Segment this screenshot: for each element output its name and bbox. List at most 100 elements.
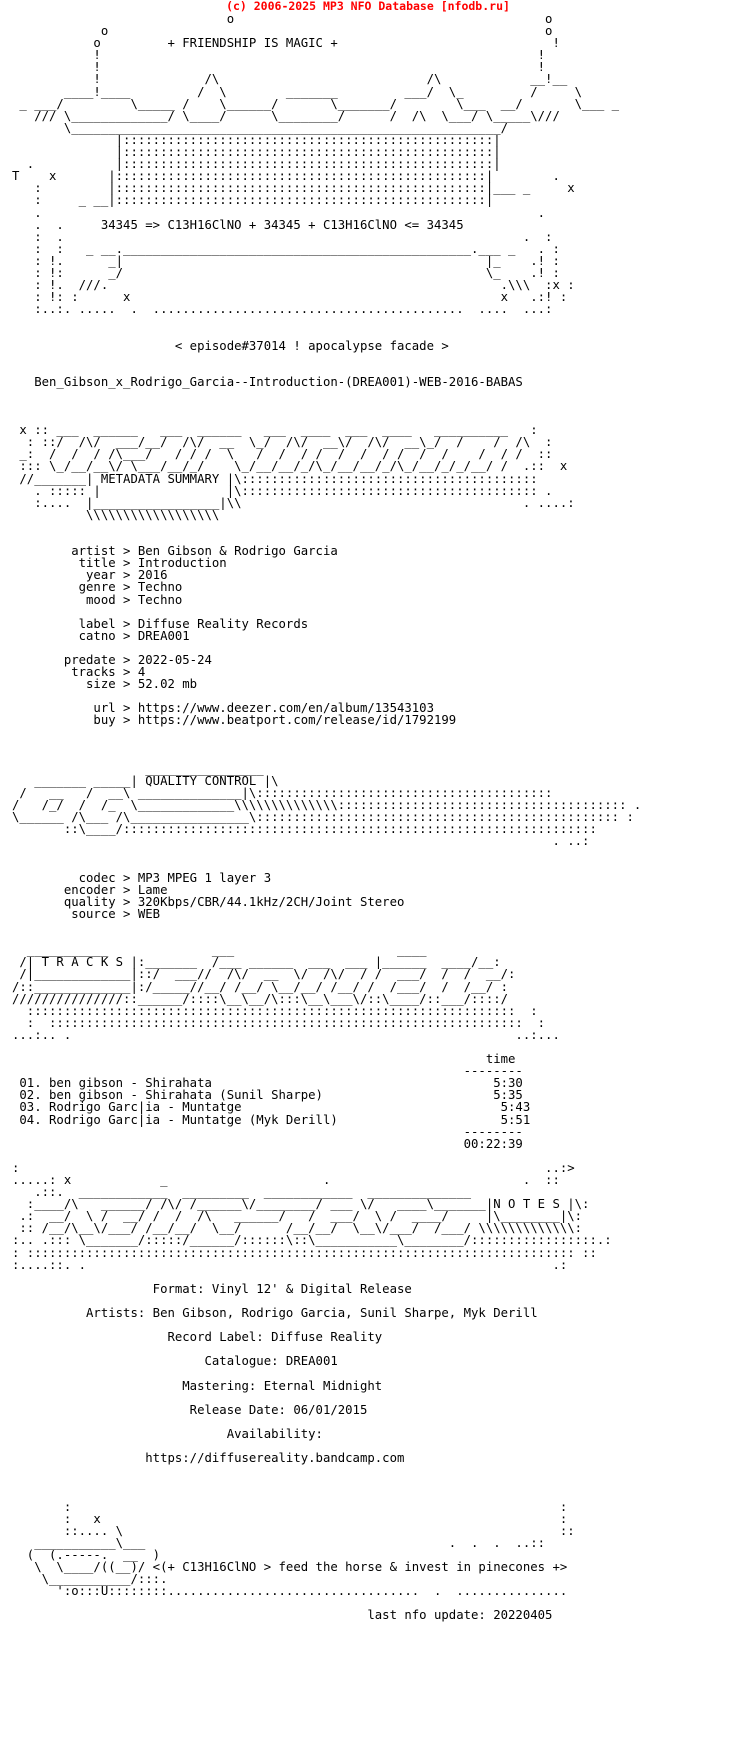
nfo-line: : x :	[12, 1511, 568, 1526]
nfo-line: genre > Techno	[12, 580, 183, 595]
nfo-line: Availability:	[12, 1426, 323, 1441]
nfo-line: : :	[12, 1499, 568, 1514]
nfo-line: ! /\ /\ __!__	[12, 72, 568, 87]
nfo-line: _______ _____| QUALITY CONTROL |\	[12, 773, 279, 788]
nfo-line: tracks > 4	[12, 665, 146, 680]
nfo-line: ::: \_/__/__\/ \___/__/_/ \_/__/__/_/\_/…	[12, 459, 568, 474]
nfo-line: :..:. ..... . ..........................…	[12, 302, 553, 317]
nfo-line: .: __/ \ / __/ / / /\ ______/ / ___/ \ /…	[12, 1209, 583, 1224]
nfo-line: https://diffusereality.bandcamp.com	[12, 1451, 405, 1466]
nfo-line: \ \____/((__)/ <(+ C13H16ClNO > feed the…	[12, 1560, 568, 1574]
nfo-line: label > Diffuse Reality Records	[12, 616, 309, 631]
nfo-line: x :: ___ ______ ___ ______ ___ ____ ___ …	[12, 423, 538, 438]
nfo-line: catno > DREA001	[12, 628, 190, 643]
nfo-line: . ::::: | |\::::::::::::::::::::::::::::…	[12, 483, 553, 498]
nfo-line: artist > Ben Gibson & Rodrigo Garcia	[12, 544, 338, 559]
nfo-line: Record Label: Diffuse Reality	[12, 1330, 383, 1345]
nfo-line: ________________	[12, 761, 264, 776]
nfo-line: . ..:	[12, 834, 590, 849]
nfo-line: \_______________________________________…	[12, 120, 509, 135]
nfo-line: :: /__/\__\/___/ /__/__/ \__/ /__/__/ \_…	[12, 1221, 583, 1236]
nfo-line: / /_/ / /_ \_____________\\\\\\\\\\\\\\:…	[12, 798, 642, 813]
nfo-line: \\\\\\\\\\\\\\\\\\	[12, 507, 220, 522]
nfo-line: < episode#37014 ! apocalypse facade >	[12, 338, 449, 353]
nfo-line: 04. Rodrigo Garc|ia - Muntatge (Myk Deri…	[12, 1112, 531, 1127]
nfo-line: --------	[12, 1124, 523, 1139]
nfo-line: .....: x _ . . ::	[12, 1173, 560, 1187]
nfo-line: \______ /\___ /\________________\:::::::…	[12, 810, 634, 825]
nfo-line: year > 2016	[12, 568, 168, 583]
nfo-line: Format: Vinyl 12' & Digital Release	[12, 1281, 412, 1296]
nfo-line: ____!____ / \ _______ ___/ \_ / \	[12, 84, 583, 99]
nfo-line: : ..:>	[12, 1160, 575, 1175]
nfo-line: Catalogue: DREA001	[12, 1354, 338, 1369]
nfo-line: source > WEB	[12, 906, 161, 921]
nfo-line: ::\____/::::::::::::::::::::::::::::::::…	[12, 822, 597, 837]
nfo-line: Release Date: 06/01/2015	[12, 1402, 368, 1417]
nfo-line: size > 52.02 mb	[12, 677, 198, 692]
nfo-line: ':o:::U::::::::.........................…	[12, 1584, 568, 1599]
nfo-line: :____/\ ______/ /\/ /______\/________/ _…	[12, 1197, 590, 1212]
nfo-line: 02. ben gibson - Shirahata (Sunil Sharpe…	[12, 1088, 523, 1103]
nfo-line: Artists: Ben Gibson, Rodrigo Garcia, Sun…	[12, 1306, 538, 1321]
nfo-line: --------	[12, 1064, 523, 1079]
site-header: (c) 2006-2025 MP3 NFO Database [nfodb.ru…	[226, 0, 510, 13]
nfo-line: mood > Techno	[12, 592, 183, 607]
nfo-line: . |:::::::::::::::::::::::::::::::::::::…	[12, 157, 501, 172]
nfo-text: o o o o o + FRIENDSHIP IS MAGIC + !	[12, 12, 642, 1623]
nfo-line: Mastering: Eternal Midnight	[12, 1378, 383, 1393]
nfo-line: ___________ ___ ____	[12, 943, 427, 958]
nfo-line: _ ___/ \_____ / \______/ \_______/ \___ …	[12, 96, 620, 111]
nfo-line: 03. Rodrigo Garc|ia - Muntatge 5:43	[12, 1100, 531, 1115]
nfo-line: ___________\___ . . . ..::	[12, 1535, 546, 1550]
nfo-line: : _ __|:::::::::::::::::::::::::::::::::…	[12, 193, 494, 208]
nfo-line: / __ / __\ ______________|\:::::::::::::…	[12, 786, 553, 800]
nfo-line: /::_____________|:/_____//__/ /__/ \__/_…	[12, 979, 509, 994]
nfo-line: : !. ///. .\\\ :x :	[12, 278, 575, 293]
nfo-line: |:::::::::::::::::::::::::::::::::::::::…	[12, 145, 501, 160]
nfo-line: last nfo update: 20220405	[12, 1608, 553, 1623]
nfo-line: : . . :	[12, 229, 553, 244]
nfo-line: /|_____________|::/ ___// /\/ __ \/ /\/ …	[12, 967, 516, 982]
nfo-line: url > https://www.deezer.com/en/album/13…	[12, 701, 434, 716]
nfo-line: title > Introduction	[12, 556, 227, 571]
nfo-line: /| T R A C K S |:_______ /___ ______ ___…	[12, 955, 501, 970]
nfo-line: o o	[12, 12, 553, 26]
nfo-line: ::.... \ ::	[12, 1523, 575, 1538]
nfo-line: :....::. . .:	[12, 1257, 568, 1272]
nfo-line: o o	[12, 24, 553, 39]
nfo-line: codec > MP3 MPEG 1 layer 3	[12, 870, 272, 885]
nfo-line: : : _ __._______________________________…	[12, 241, 560, 256]
nfo-line: Ben_Gibson_x_Rodrigo_Garcia--Introductio…	[12, 374, 523, 389]
nfo-line: ...:.. . ..:...	[12, 1027, 560, 1042]
nfo-line: T x |:::::::::::::::::::::::::::::::::::…	[12, 169, 560, 184]
nfo-line: encoder > Lame	[12, 882, 168, 897]
nfo-line: ( (.-----. __ )	[12, 1547, 161, 1562]
nfo-line: \___________/:::.	[12, 1572, 168, 1587]
nfo-line: ///////////////::______/::::\__\__/\:::\…	[12, 991, 509, 1006]
nfo-line: ::::::::::::::::::::::::::::::::::::::::…	[12, 1003, 538, 1018]
nfo-line: |:::::::::::::::::::::::::::::::::::::::…	[12, 132, 501, 147]
nfo-line: : !. _| |_ .! :	[12, 253, 560, 268]
nfo-line: . . 34345 => C13H16ClNO + 34345 + C13H16…	[12, 217, 464, 232]
nfo-line: ! !	[12, 60, 546, 75]
nfo-line: //_______| METADATA SUMMARY |\::::::::::…	[12, 471, 538, 486]
nfo-line: predate > 2022-05-24	[12, 652, 212, 667]
nfo-line: : |:::::::::::::::::::::::::::::::::::::…	[12, 181, 575, 196]
nfo-line: : ::::::::::::::::::::::::::::::::::::::…	[12, 1245, 597, 1260]
nfo-line: buy > https://www.beatport.com/release/i…	[12, 713, 457, 728]
nfo-line: o + FRIENDSHIP IS MAGIC + !	[12, 36, 560, 51]
nfo-line: time	[12, 1052, 516, 1067]
nfo-line: 00:22:39	[12, 1136, 523, 1151]
nfo-line: : ::::::::::::::::::::::::::::::::::::::…	[12, 1015, 546, 1030]
nfo-line: : !: _/ \_ .! :	[12, 265, 560, 280]
nfo-line: _: / / / /\___/ / / / \ / / / / / / / / …	[12, 447, 553, 462]
nfo-line: .::. ____________ _________ ____________…	[12, 1185, 472, 1200]
nfo-line: 01. ben gibson - Shirahata 5:30	[12, 1076, 523, 1091]
nfo-line: :.. .::: \_______/:::::/______/::::::\::…	[12, 1233, 612, 1248]
nfo-line: /// \_____________/ \____/ \________/ / …	[12, 108, 560, 123]
nfo-line: . .	[12, 205, 546, 220]
nfo-line: :.... |_________________|\\ . ....:	[12, 495, 575, 510]
nfo-line: : ::/ /\/ ___/__/ /\/ __ \_/ /\/ __\/ /\…	[12, 435, 553, 450]
nfo-line: : !: : x x .:! :	[12, 290, 568, 305]
